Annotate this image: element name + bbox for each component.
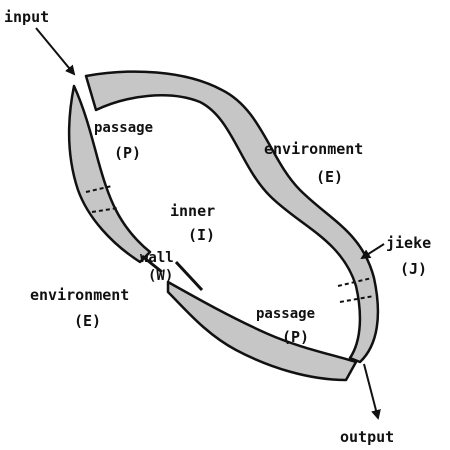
jieke-arrow <box>360 243 385 260</box>
label-passage-top: passage <box>94 120 153 136</box>
label-output: output <box>340 428 394 446</box>
label-passage-top-code: (P) <box>114 144 141 162</box>
label-input: input <box>4 8 49 26</box>
label-jieke: jieke <box>386 234 431 252</box>
label-inner-code: (I) <box>188 226 215 244</box>
label-wall: wall <box>140 250 174 266</box>
output-arrow <box>363 363 381 420</box>
input-arrow <box>35 27 76 76</box>
label-passage-bottom: passage <box>256 306 315 322</box>
label-jieke-code: (J) <box>400 260 427 278</box>
dash-left-1 <box>85 185 113 193</box>
label-environment-left-code: (E) <box>74 312 101 330</box>
label-wall-code: (W) <box>148 268 173 284</box>
dash-jieke-2 <box>339 295 375 303</box>
wall-gap-stroke-2 <box>141 254 163 274</box>
label-environment-right: environment <box>264 140 363 158</box>
dash-left-2 <box>91 207 119 213</box>
wall-gap-stroke <box>174 260 204 292</box>
wall-band-left <box>67 84 152 264</box>
wall-band-right <box>84 70 380 364</box>
label-environment-left: environment <box>30 286 129 304</box>
dash-jieke-1 <box>337 277 373 287</box>
label-environment-right-code: (E) <box>316 168 343 186</box>
wall-band-bottom <box>166 280 358 382</box>
label-inner: inner <box>170 202 215 220</box>
label-passage-bottom-code: (P) <box>282 328 309 346</box>
